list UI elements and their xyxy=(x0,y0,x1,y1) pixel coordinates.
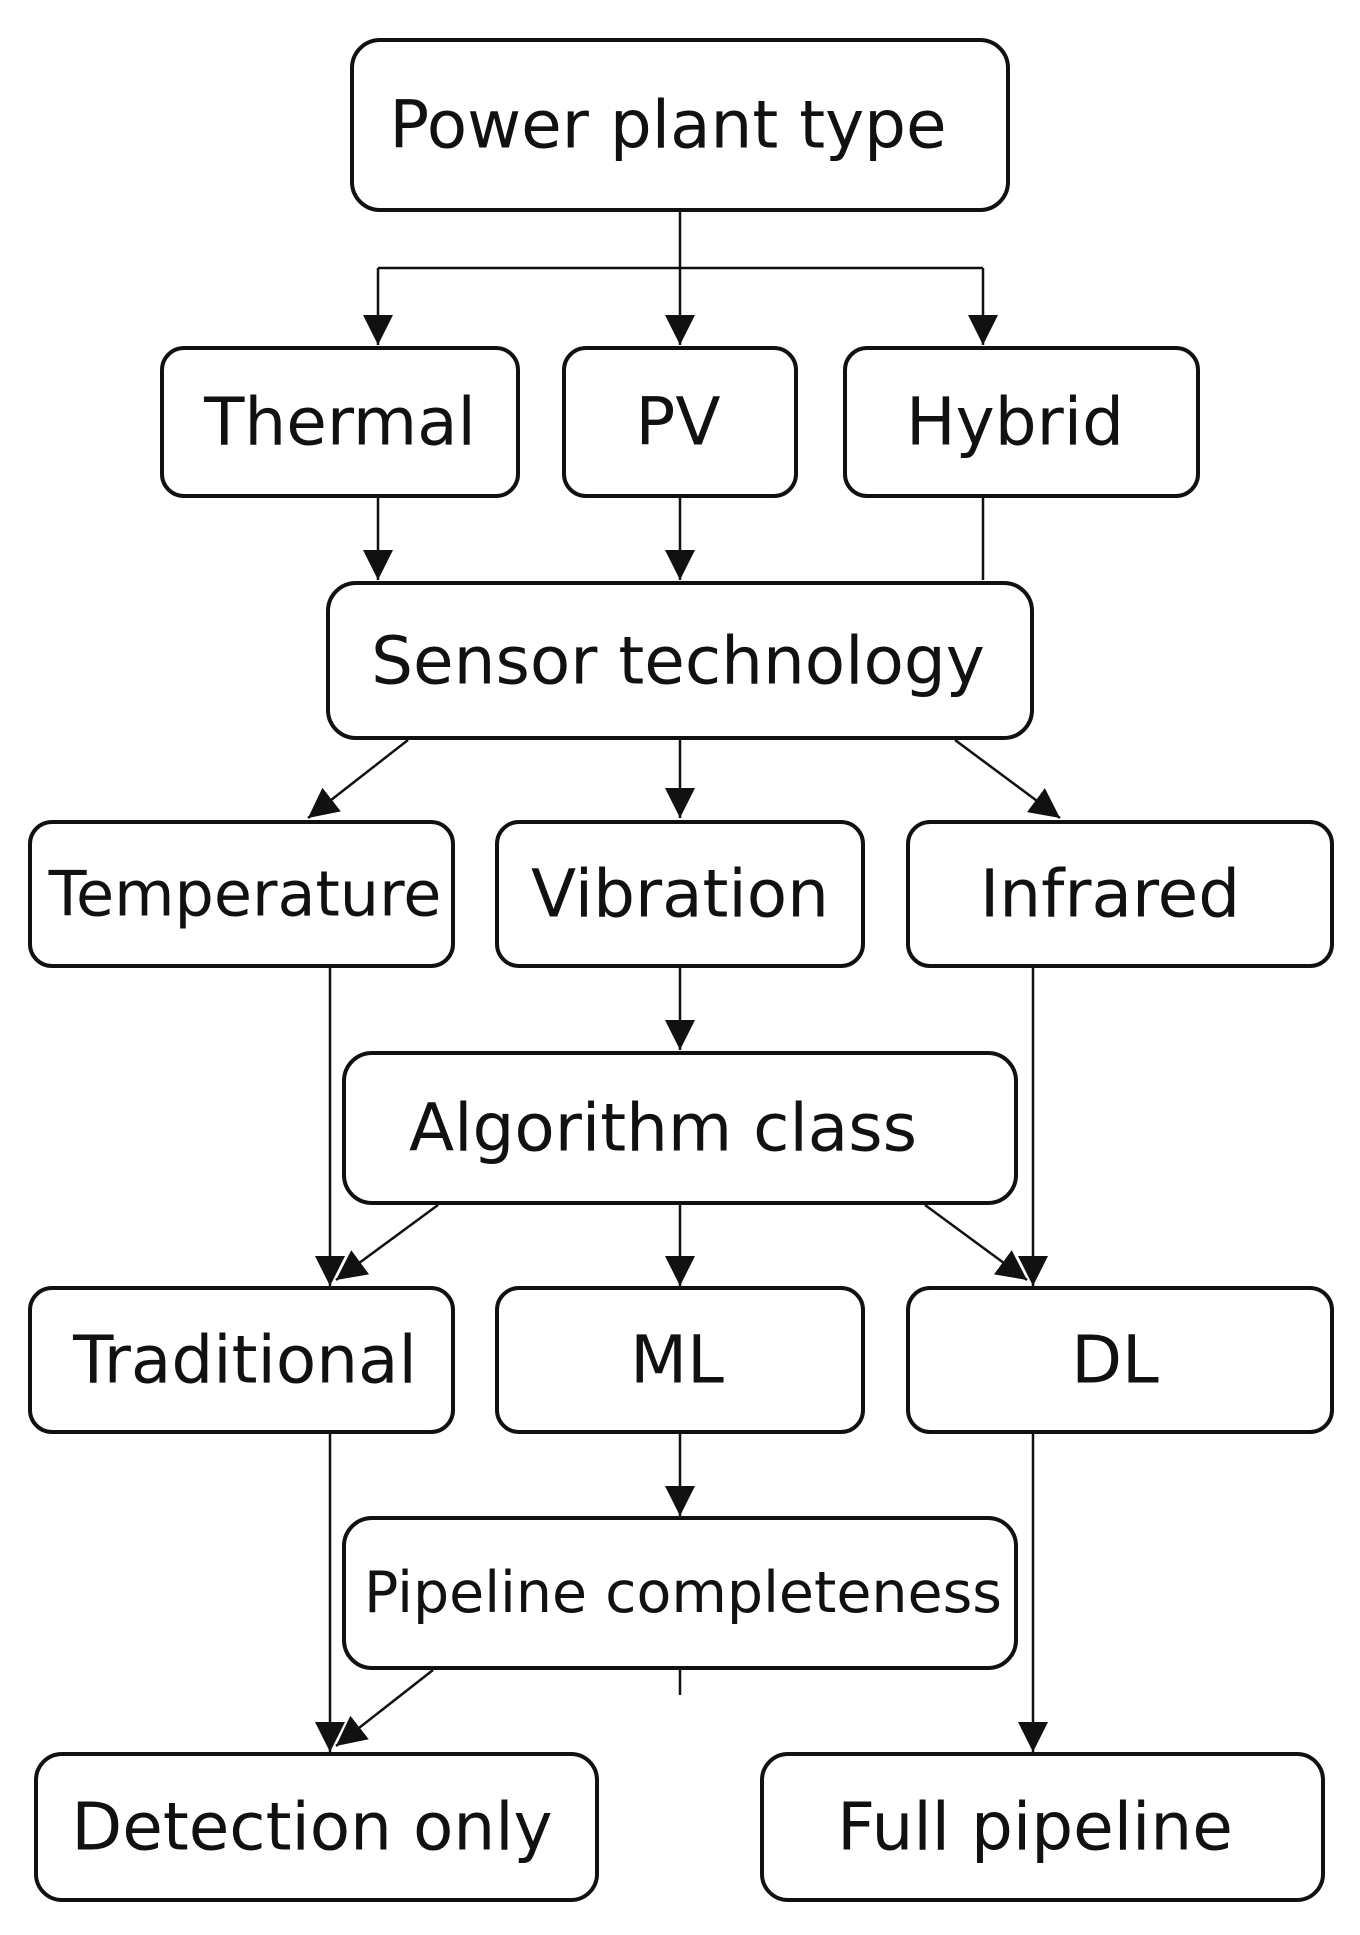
node-label: Power plant type xyxy=(389,87,946,164)
node-label: Pipeline completeness xyxy=(364,1560,1002,1626)
node-label: Full pipeline xyxy=(837,1789,1233,1866)
node-infrared: Infrared xyxy=(906,820,1334,968)
node-algorithm-class: Algorithm class xyxy=(342,1051,1018,1205)
node-full-pipeline: Full pipeline xyxy=(760,1752,1325,1902)
node-detection-only: Detection only xyxy=(34,1752,599,1902)
node-label: Thermal xyxy=(203,384,476,461)
node-label: Vibration xyxy=(531,856,829,933)
edges xyxy=(307,212,1061,1752)
node-power-plant-type: Power plant type xyxy=(350,38,1010,212)
edge-sensor-to-temperature xyxy=(307,739,409,819)
node-vibration: Vibration xyxy=(495,820,865,968)
node-pipeline-completeness: Pipeline completeness xyxy=(342,1516,1018,1670)
node-label: DL xyxy=(1071,1322,1159,1399)
node-label: Hybrid xyxy=(906,384,1124,461)
node-label: PV xyxy=(636,384,721,461)
node-sensor-technology: Sensor technology xyxy=(326,581,1034,740)
edge-algorithm-to-traditional xyxy=(335,1203,439,1282)
node-label: ML xyxy=(630,1322,724,1399)
node-label: Sensor technology xyxy=(371,623,985,700)
node-hybrid: Hybrid xyxy=(843,346,1200,498)
node-pv: PV xyxy=(562,346,798,498)
edge-pipeline-to-detection xyxy=(335,1669,434,1747)
node-temperature: Temperature xyxy=(28,820,455,968)
node-label: Traditional xyxy=(72,1322,417,1399)
node-label: Infrared xyxy=(980,856,1240,933)
node-label: Detection only xyxy=(71,1789,552,1866)
node-traditional: Traditional xyxy=(28,1286,455,1434)
edge-sensor-to-infrared xyxy=(954,738,1061,820)
node-dl: DL xyxy=(906,1286,1334,1434)
node-thermal: Thermal xyxy=(160,346,520,498)
node-ml: ML xyxy=(495,1286,865,1434)
node-label: Temperature xyxy=(48,858,442,931)
edge-algorithm-to-dl xyxy=(924,1203,1028,1282)
node-label: Algorithm class xyxy=(409,1090,917,1167)
